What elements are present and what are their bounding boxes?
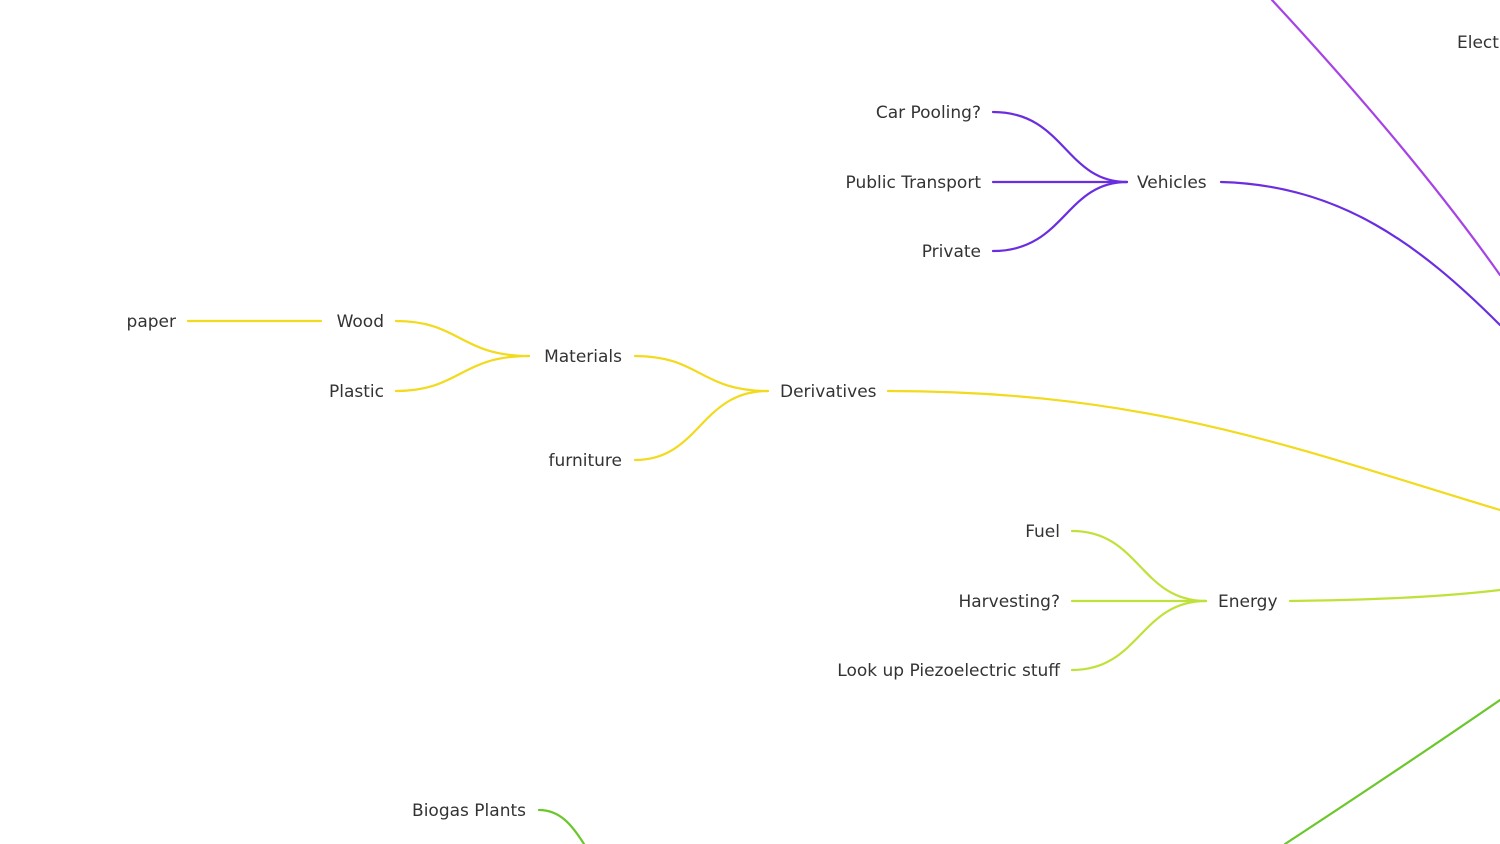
edge-plastic-materials xyxy=(394,354,531,393)
edge-carpooling-vehicles xyxy=(991,110,1129,184)
node-derivatives[interactable]: Derivatives xyxy=(780,382,877,402)
edge-fuel-energy xyxy=(1070,529,1208,603)
edge-biogas xyxy=(537,808,586,844)
node-paper[interactable]: paper xyxy=(127,312,176,332)
node-energy[interactable]: Energy xyxy=(1218,592,1278,612)
edge-materials-derivatives xyxy=(633,354,770,393)
edge-vehicles-root xyxy=(1219,180,1500,327)
node-plastic[interactable]: Plastic xyxy=(329,382,384,402)
edge-derivatives-root xyxy=(886,389,1500,512)
edge-furniture-derivatives xyxy=(633,389,770,462)
node-piezo[interactable]: Look up Piezoelectric stuff xyxy=(837,661,1061,681)
node-electric[interactable]: Elect xyxy=(1457,33,1499,53)
edge-energy-root xyxy=(1288,588,1500,603)
edge-wood-materials xyxy=(394,319,531,358)
node-private[interactable]: Private xyxy=(922,242,981,262)
node-harvesting[interactable]: Harvesting? xyxy=(958,592,1060,612)
node-materials[interactable]: Materials xyxy=(544,347,622,367)
edge-green-root xyxy=(1283,698,1500,844)
node-car-pooling[interactable]: Car Pooling? xyxy=(876,103,981,123)
node-wood[interactable]: Wood xyxy=(337,312,384,332)
edge-private-vehicles xyxy=(991,180,1129,253)
node-vehicles[interactable]: Vehicles xyxy=(1137,173,1207,193)
edge-magenta-root xyxy=(1270,0,1500,277)
edge-piezo-energy xyxy=(1070,599,1208,672)
node-biogas[interactable]: Biogas Plants xyxy=(412,801,526,821)
node-public-transport[interactable]: Public Transport xyxy=(846,173,982,193)
node-fuel[interactable]: Fuel xyxy=(1025,522,1060,542)
node-furniture[interactable]: furniture xyxy=(549,451,622,471)
